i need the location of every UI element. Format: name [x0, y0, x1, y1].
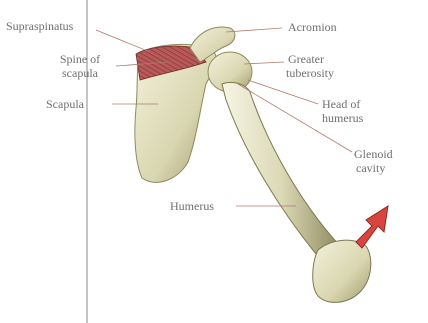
direction-arrow: [356, 206, 388, 248]
label-spine-of-scapula-line1: Spine of: [40, 53, 120, 66]
label-glenoid-cavity-line2: cavity: [356, 162, 385, 175]
label-head-of-humerus-line2: humerus: [322, 112, 363, 125]
label-humerus: Humerus: [170, 200, 214, 213]
label-glenoid-cavity-line1: Glenoid: [354, 148, 393, 161]
label-head-of-humerus-line1: Head of: [322, 98, 360, 111]
label-supraspinatus: Supraspinatus: [6, 20, 73, 33]
label-spine-of-scapula-line2: scapula: [40, 67, 120, 80]
label-greater-tuberosity-line2: tuberosity: [286, 67, 334, 80]
label-scapula: Scapula: [46, 98, 84, 111]
label-greater-tuberosity-line1: Greater: [288, 53, 324, 66]
humerus-distal: [313, 240, 371, 302]
label-acromion: Acromion: [288, 21, 337, 34]
